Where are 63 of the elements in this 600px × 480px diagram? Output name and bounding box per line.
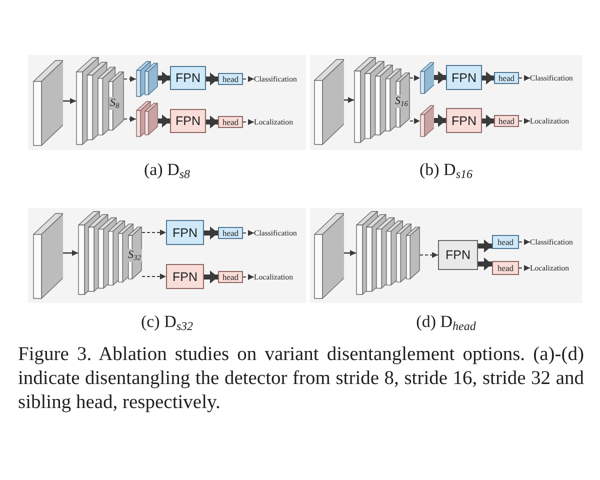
input-plane xyxy=(33,60,63,146)
stride-label: S$_{8}$ xyxy=(109,97,120,110)
dashed-arrow xyxy=(243,230,254,236)
dashed-arrow xyxy=(243,274,254,280)
block-arrow xyxy=(204,226,218,240)
head-box: head xyxy=(218,227,243,239)
module-box: FPN xyxy=(446,65,482,90)
input-plane xyxy=(314,59,344,145)
subfigure-caption: (b) D$_{s16}$ xyxy=(419,160,473,180)
layer-stack xyxy=(420,105,434,137)
block-arrow xyxy=(158,114,170,128)
block-arrow xyxy=(158,72,170,84)
module-box: FPN xyxy=(166,264,204,289)
dashed-arrow xyxy=(124,76,136,82)
module-box: FPN xyxy=(446,108,482,133)
module-box: FPN xyxy=(170,109,206,133)
arrow xyxy=(344,250,356,256)
dashed-arrow xyxy=(243,76,254,82)
dashed-arrow xyxy=(243,119,254,125)
layer-stack xyxy=(356,211,420,295)
module-box: FPN xyxy=(438,240,478,270)
block-arrow xyxy=(204,270,218,284)
dashed-arrow xyxy=(124,116,136,122)
block-arrow xyxy=(478,240,492,252)
arrow xyxy=(63,98,76,104)
module-box: FPN xyxy=(166,220,204,245)
subfigure-caption: (a) D$_{s8}$ xyxy=(144,160,190,180)
subfigure-caption: (c) D$_{s32}$ xyxy=(140,312,194,332)
layer-stack xyxy=(136,61,158,97)
head-box: head xyxy=(492,261,519,275)
input-plane xyxy=(33,213,63,299)
dashed-arrow xyxy=(142,230,166,236)
stride-label: S$_{16}$ xyxy=(394,95,409,108)
block-arrow xyxy=(478,258,492,270)
subfigure-caption: (d) D$_{head}$ xyxy=(416,312,476,332)
head-box: head xyxy=(494,115,519,127)
input-plane xyxy=(314,213,344,299)
head-box: head xyxy=(492,235,519,249)
dashed-arrow xyxy=(519,75,530,81)
block-arrow xyxy=(434,71,446,84)
block-arrow xyxy=(482,72,494,84)
dashed-arrow xyxy=(519,118,530,124)
dashed-arrow xyxy=(142,274,166,280)
head-box: head xyxy=(218,116,243,128)
head-box: head xyxy=(218,73,243,85)
block-arrow xyxy=(206,72,218,86)
module-box: FPN xyxy=(170,66,206,90)
head-box: head xyxy=(218,271,243,283)
dashed-arrow xyxy=(420,252,438,258)
dashed-arrow xyxy=(410,118,420,124)
layer-stack xyxy=(136,101,158,137)
block-arrow xyxy=(482,114,494,128)
dashed-arrow xyxy=(519,265,530,271)
block-arrow xyxy=(206,116,218,128)
dashed-arrow xyxy=(410,75,420,81)
dashed-arrow xyxy=(519,239,530,245)
arrow xyxy=(344,97,354,103)
stride-label: S$_{32}$ xyxy=(127,249,142,262)
head-box: head xyxy=(494,72,519,84)
figure-caption: Figure 3. Ablation studies on variant disentanglement options. (a)-(d) indicate disentangling the detector from stride 8, stride 16, stride 32 and sibling head, respectively. xyxy=(18,343,584,415)
layer-stack xyxy=(420,62,434,94)
arrow xyxy=(63,250,78,256)
block-arrow xyxy=(434,114,446,127)
